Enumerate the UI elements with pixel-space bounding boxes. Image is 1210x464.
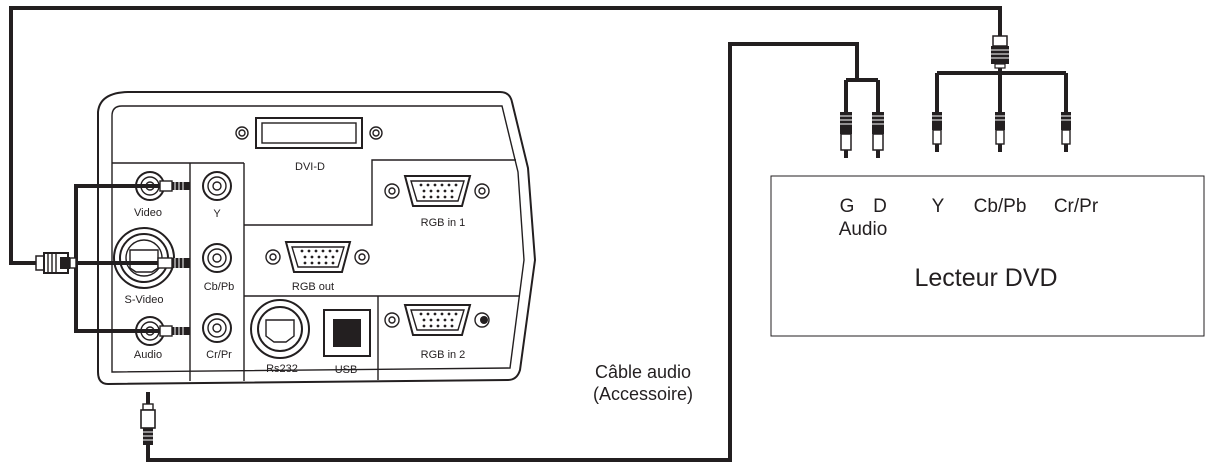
rca-jack-icon <box>202 171 232 201</box>
audio-port[interactable]: Audio <box>134 316 165 361</box>
rca-plug-icon <box>872 112 884 158</box>
video-port[interactable]: Video <box>134 171 165 219</box>
projector-outline-outer <box>97 91 537 386</box>
audio-cable <box>146 42 859 462</box>
rgb-in-1-port[interactable]: RGB in 1 <box>384 175 490 229</box>
rca-plug-icon <box>157 257 190 269</box>
rca-jack-icon <box>202 243 232 273</box>
rca-plug-icon <box>932 112 942 152</box>
projector-panel: DVI-D RGB in 1 <box>97 91 537 386</box>
cr-pr-label: Cr/Pr <box>206 349 232 361</box>
cable-label: Câble audio (Accessoire) <box>593 362 693 404</box>
y-label: Y <box>213 208 221 220</box>
component-split <box>935 68 1068 112</box>
cb-pb-label: Cb/Pb <box>204 281 235 293</box>
rca-plug-icon <box>159 325 190 337</box>
dvd-player-box <box>770 175 1205 337</box>
dvd-player: G D Audio Y Cb/Pb Cr/Pr Lecteur DVD <box>770 175 1205 337</box>
dvd-label-d: D <box>873 196 887 217</box>
rgb-out-port[interactable]: RGB out <box>265 241 370 293</box>
dvi-d-label: DVI-D <box>295 161 325 173</box>
rgb-out-label: RGB out <box>292 281 334 293</box>
projector-side-plugs <box>35 180 190 445</box>
rca-plug-icon <box>1061 112 1071 152</box>
dvd-label-audio: Audio <box>839 219 888 240</box>
dvi-port-icon <box>255 117 363 149</box>
component-cable <box>9 6 1002 265</box>
cables <box>9 6 1068 462</box>
rs232-port[interactable]: Rs232 <box>250 299 310 375</box>
vga-port-icon <box>403 304 472 336</box>
cable-label-line1: Câble audio <box>595 362 691 382</box>
vga-port-icon <box>284 241 352 273</box>
usb-port[interactable]: USB <box>323 309 371 376</box>
y-port[interactable]: Y <box>202 171 232 220</box>
rca-plug-icon <box>840 112 852 158</box>
dvd-label-y: Y <box>932 196 945 217</box>
rgb-in-2-label: RGB in 2 <box>421 349 466 361</box>
vga-port-icon <box>403 175 472 207</box>
video-label: Video <box>134 207 162 219</box>
rca-plug-icon <box>995 112 1005 152</box>
dvd-label-cr-pr: Cr/Pr <box>1054 196 1099 217</box>
dvd-label-cb-pb: Cb/Pb <box>974 196 1027 217</box>
left-fan-cable <box>74 184 170 333</box>
cb-pb-port[interactable]: Cb/Pb <box>202 243 235 293</box>
cr-pr-port[interactable]: Cr/Pr <box>202 313 232 361</box>
audio-split <box>844 78 880 112</box>
multi-connector-plug-icon <box>991 35 1009 69</box>
rca-jack-icon <box>202 313 232 343</box>
rgb-in-1-label: RGB in 1 <box>421 217 466 229</box>
dvd-label-g: G <box>840 196 855 217</box>
usb-label: USB <box>335 364 358 376</box>
panel-dividers <box>112 159 520 381</box>
s-video-label: S-Video <box>125 294 164 306</box>
dvi-d-port[interactable]: DVI-D <box>235 117 383 173</box>
dvd-title: Lecteur DVD <box>914 264 1057 292</box>
usb-port-icon <box>333 319 361 347</box>
stereo-mini-plug-icon <box>140 392 156 445</box>
rca-plug-icon <box>159 180 190 192</box>
rs232-port-icon <box>250 299 310 359</box>
dvd-side-plugs <box>840 35 1071 158</box>
audio-label: Audio <box>134 349 162 361</box>
projector-outline-inner <box>111 105 525 373</box>
cable-label-line2: (Accessoire) <box>593 384 693 404</box>
rgb-in-2-port[interactable]: RGB in 2 <box>384 304 490 361</box>
rs232-label: Rs232 <box>266 363 298 375</box>
multi-connector-plug-icon <box>35 252 77 274</box>
